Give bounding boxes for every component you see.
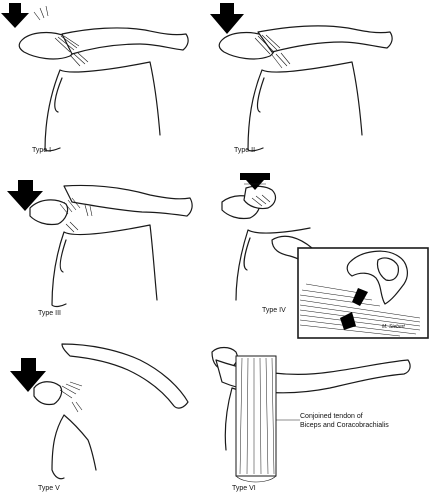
panel-type-2: Type II [210, 3, 393, 154]
panel-label: Type V [38, 485, 60, 492]
force-arrow-icon [10, 358, 46, 392]
tendon-annotation-line-1: Conjoined tendon of [300, 413, 363, 420]
force-arrow-icon [7, 180, 43, 211]
inset-posterior-view: M. Siebert [297, 247, 429, 339]
force-arrow-icon [1, 3, 29, 28]
panel-label: Type II [234, 147, 255, 154]
panel-label: Type III [38, 310, 61, 317]
panel-label: Type VI [232, 485, 256, 492]
panel-type-4: Type IV M. Siebert [221, 173, 429, 339]
panel-label: Type IV [262, 307, 286, 314]
force-arrow-icon [240, 173, 270, 190]
panel-type-6: Conjoined tendon of Biceps and Coracobra… [211, 346, 411, 492]
illustrator-signature: M. Siebert [382, 324, 405, 330]
panel-label: Type I [32, 147, 51, 154]
panel-type-1: Type I [1, 3, 189, 154]
tendon-annotation-line-2: Biceps and Coracobrachialis [300, 422, 389, 429]
panel-type-3: Type III [7, 180, 193, 317]
force-arrow-icon [210, 3, 244, 34]
panel-type-5: Type V [10, 343, 189, 492]
